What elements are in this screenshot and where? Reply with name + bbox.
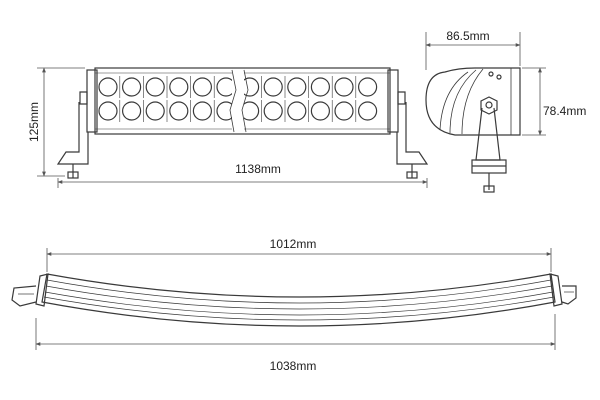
led-cell (98, 101, 118, 121)
curve-left-bracket (11, 285, 37, 307)
led-cell (145, 77, 165, 97)
front-housing (94, 67, 391, 135)
led-cell (122, 77, 142, 97)
led-cell (169, 101, 189, 121)
front-view (56, 67, 429, 179)
led-cell (287, 77, 307, 97)
led-cell (263, 101, 283, 121)
curve-right-cap (549, 273, 563, 307)
curve-left-cap (35, 273, 49, 307)
led-cell (310, 77, 330, 97)
led-cell (145, 101, 165, 121)
dim-side-width (425, 32, 521, 70)
dim-label-curve-chord: 1012mm (270, 237, 317, 251)
dim-label-top-height: 125mm (27, 102, 41, 142)
led-cell (287, 101, 307, 121)
right-bracket-pin (397, 91, 406, 105)
led-cell (334, 101, 354, 121)
led-cell (334, 77, 354, 97)
dim-front-height (37, 67, 85, 177)
led-cell (192, 101, 212, 121)
dim-label-curve-total: 1038mm (270, 359, 317, 373)
curve-right-bracket (561, 285, 577, 305)
dim-side-height (522, 67, 546, 136)
led-cell (263, 77, 283, 97)
led-cell (169, 77, 189, 97)
dim-front-width (57, 178, 428, 188)
side-view (425, 67, 521, 193)
left-bracket (56, 102, 89, 165)
curved-view (11, 273, 577, 327)
dim-label-top-width: 1138mm (235, 162, 281, 176)
side-bolt-head (480, 96, 498, 115)
dim-curve-chord (46, 248, 552, 272)
led-cell (98, 77, 118, 97)
led-cell (310, 101, 330, 121)
curved-housing (41, 273, 556, 327)
led-cell (122, 101, 142, 121)
dim-curve-total (35, 314, 556, 350)
led-cell (192, 77, 212, 97)
left-bracket-pin (79, 91, 88, 105)
right-bracket (396, 102, 429, 165)
dim-label-side-width: 86.5mm (446, 29, 489, 43)
side-bracket (475, 107, 501, 161)
dim-label-side-height: 78.4mm (543, 104, 586, 118)
led-cell (358, 77, 378, 97)
led-cell (358, 101, 378, 121)
